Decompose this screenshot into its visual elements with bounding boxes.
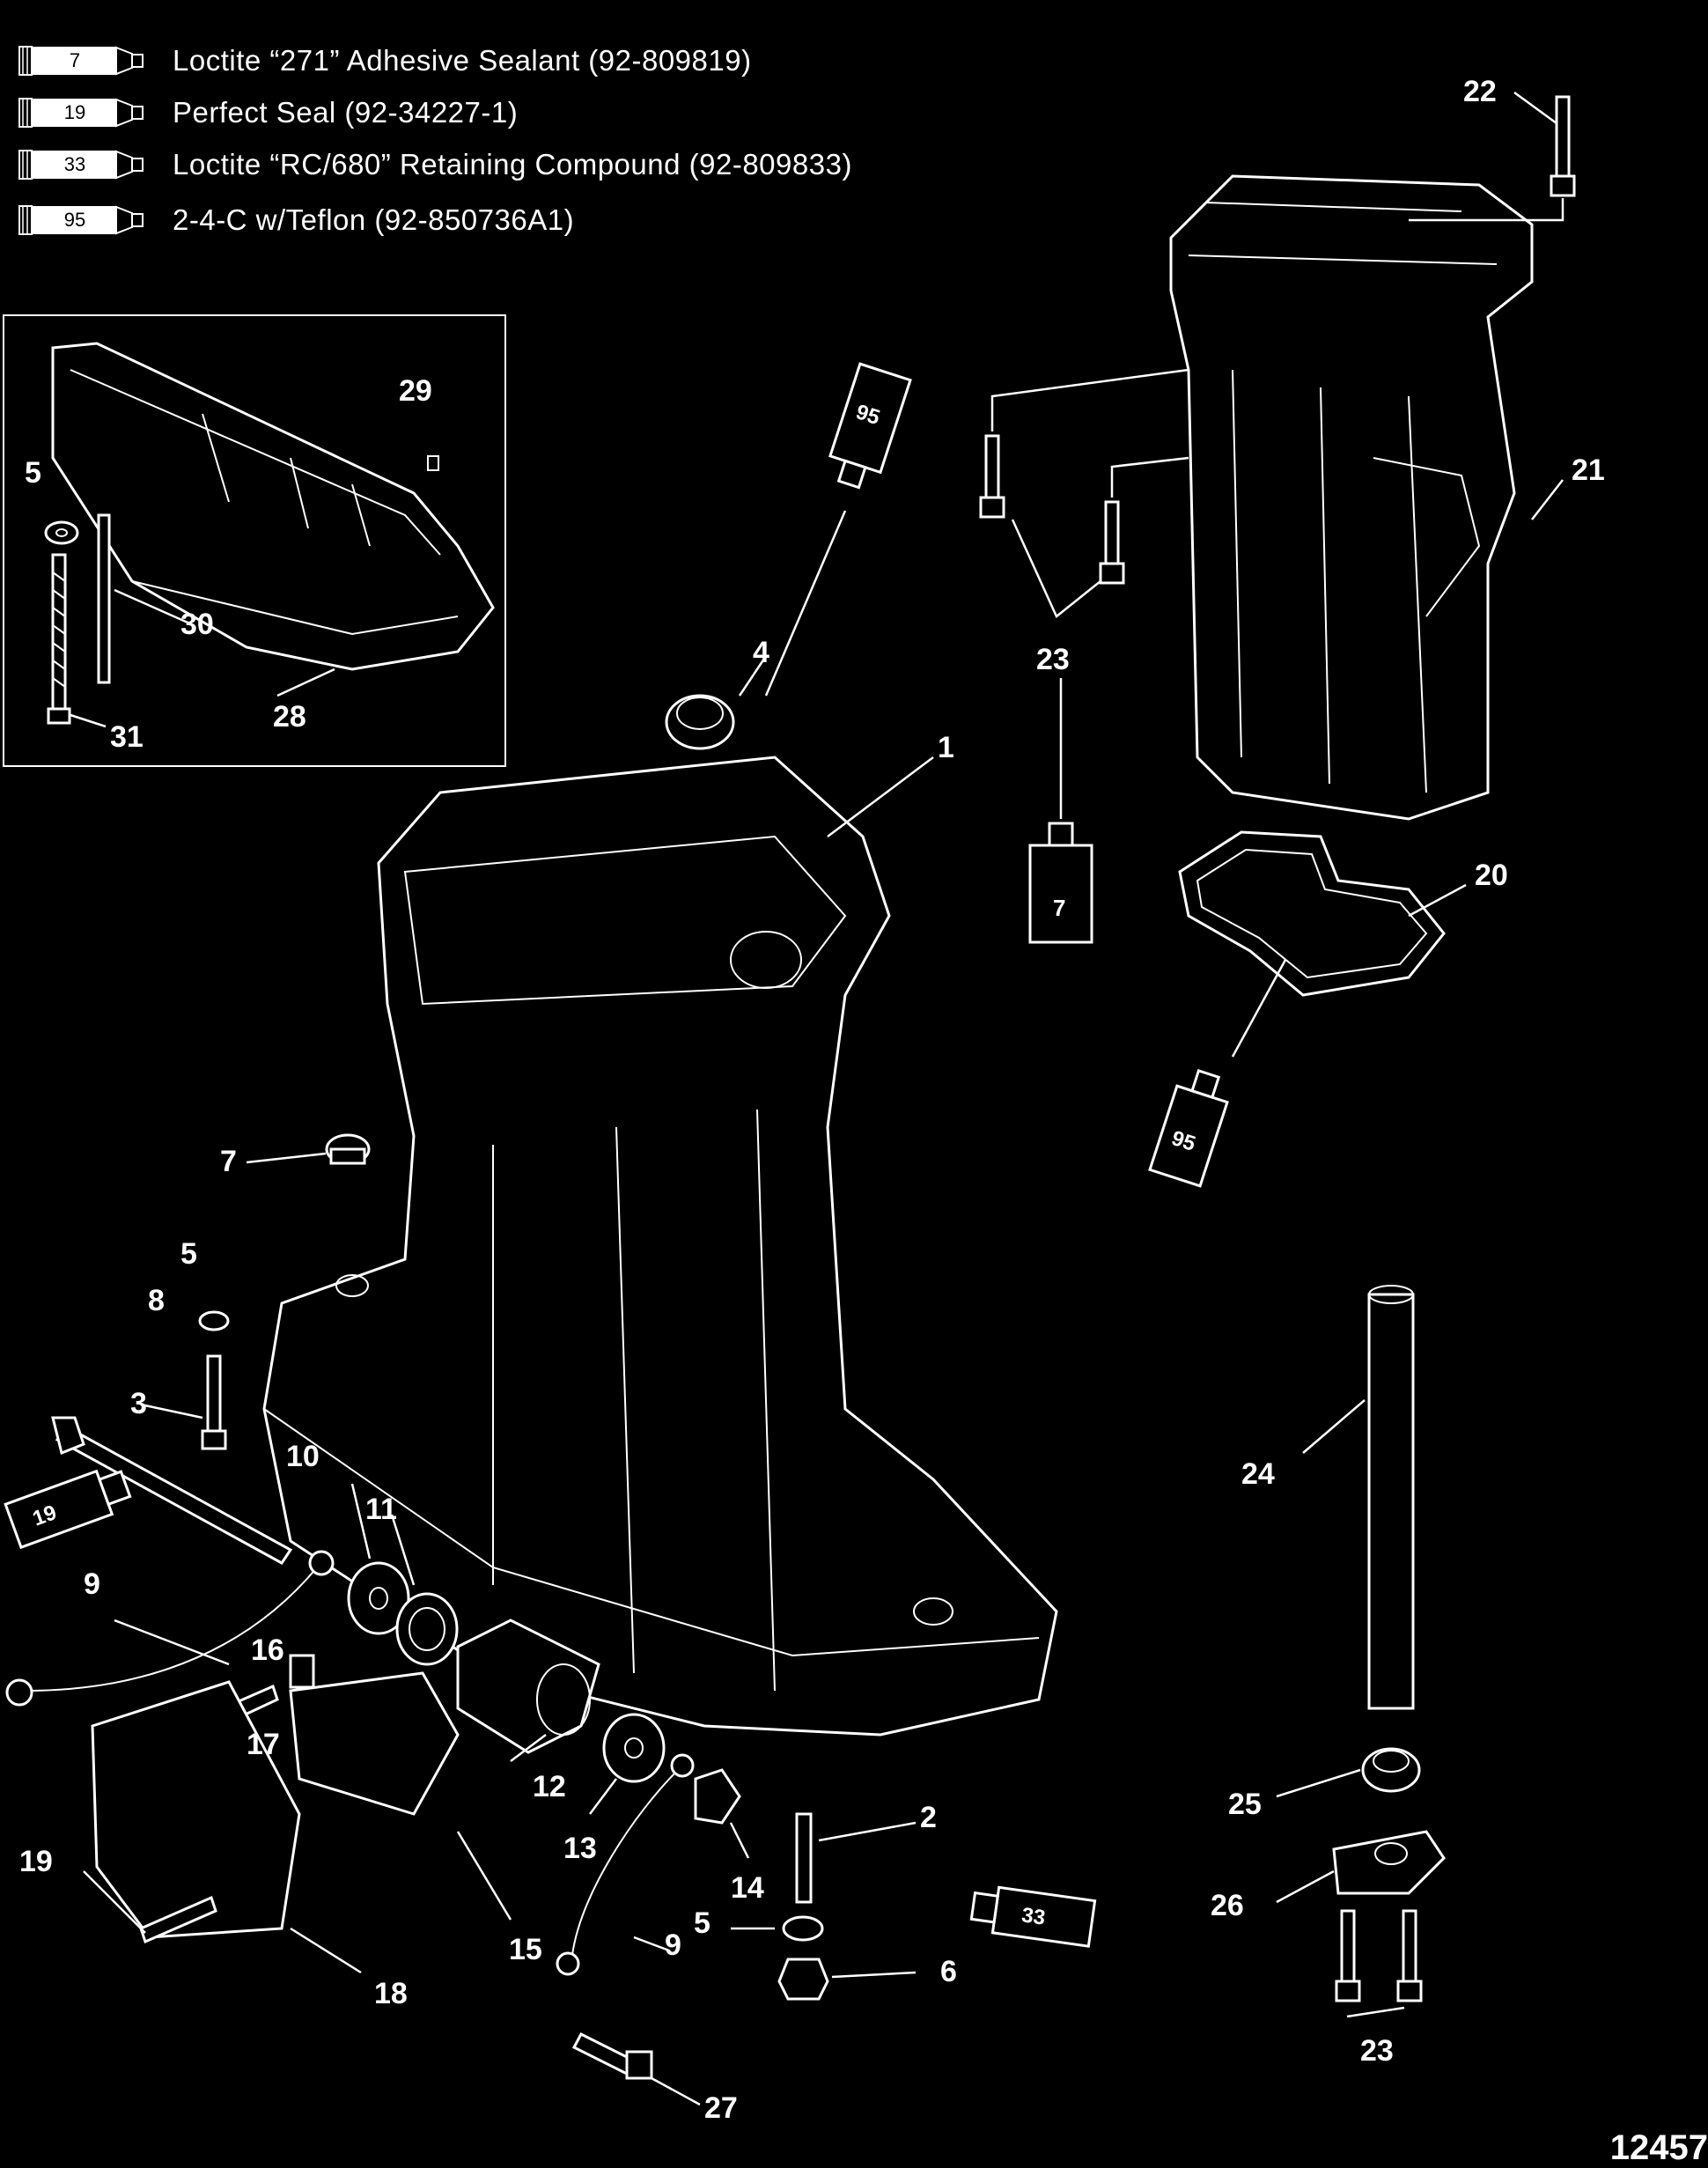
part-14-nut: [694, 1768, 741, 1825]
callout-19: 19: [19, 1845, 53, 1878]
part-95-sealant-tube-upper: 95: [828, 362, 912, 490]
callout-13: 13: [563, 1832, 597, 1865]
part-8-long-bolt: [51, 1416, 293, 1565]
part-33-sealant-tube: 33: [969, 1885, 1097, 1948]
callout-18: 18: [374, 1977, 408, 2010]
sealant-tube-icon: 7: [16, 41, 148, 80]
legend-text: Loctite “271” Adhesive Sealant (92-80981…: [173, 44, 752, 77]
figure-reference-number: 12457: [1609, 2128, 1708, 2167]
callout-7: 7: [220, 1145, 237, 1178]
legend-row-33: 33 Loctite “RC/680” Retaining Compound (…: [16, 143, 852, 187]
callout-20: 20: [1475, 859, 1508, 892]
callout-15: 15: [509, 1933, 542, 1966]
callout-5-inset: 5: [25, 456, 41, 490]
part-5-washer-lower: [782, 1915, 824, 1942]
part-3-bolt: [201, 1354, 227, 1450]
part-20-gasket: [1178, 830, 1446, 997]
part-95-sealant-tube-lower: 95: [1148, 1069, 1229, 1188]
callout-5: 5: [180, 1237, 197, 1271]
legend-row-19: 19 Perfect Seal (92-34227-1): [16, 91, 518, 135]
tube-number: 19: [63, 101, 86, 123]
svg-text:7: 7: [1053, 895, 1065, 921]
part-23-bolt-upper-a: [979, 434, 1005, 519]
sealant-tube-icon: 19: [16, 93, 148, 132]
part-19-sealant-tube: 19: [4, 1469, 132, 1550]
part-2-stud: [795, 1812, 813, 1904]
part-4-grommet: [665, 694, 735, 750]
callout-9: 9: [84, 1567, 100, 1601]
callout-2: 2: [920, 1801, 937, 1834]
legend-text: Loctite “RC/680” Retaining Compound (92-…: [173, 148, 852, 181]
callout-26: 26: [1211, 1889, 1244, 1922]
callout-30: 30: [180, 608, 214, 641]
inset-frame: [3, 314, 506, 767]
part-19-screw: [139, 1895, 217, 1944]
tube-number: 95: [63, 209, 86, 231]
callout-6: 6: [940, 1955, 957, 1988]
part-29-pin: [427, 455, 439, 471]
part-30-stud: [97, 513, 111, 684]
part-23-bolt-lower-b: [1396, 1909, 1423, 2002]
tube-number: 7: [69, 49, 81, 71]
part-31-bolt: [47, 553, 71, 725]
callout-12: 12: [533, 1770, 566, 1803]
part-11-seal: [395, 1592, 459, 1666]
callout-9-lower: 9: [665, 1928, 681, 1962]
legend-text: 2-4-C w/Teflon (92-850736A1): [173, 203, 575, 236]
callout-31: 31: [110, 720, 144, 754]
callout-16: 16: [251, 1633, 284, 1667]
callout-29: 29: [399, 374, 432, 408]
part-18-cover: [91, 1680, 301, 1939]
callout-24: 24: [1241, 1457, 1275, 1491]
part-10-washer: [347, 1561, 410, 1635]
callout-10: 10: [286, 1440, 320, 1473]
callout-14: 14: [731, 1871, 764, 1905]
part-23-bolt-lower-a: [1335, 1909, 1361, 2002]
legend-text: Perfect Seal (92-34227-1): [173, 96, 519, 129]
part-5-washer: [198, 1310, 230, 1331]
tube-number: 33: [63, 153, 86, 175]
callout-1: 1: [938, 731, 954, 764]
part-5-washer-inset: [44, 520, 79, 545]
part-9-ground-strap: [5, 1550, 335, 1707]
part-15-trim-sender: [289, 1671, 460, 1816]
callout-8: 8: [148, 1284, 165, 1317]
part-17-clip: [289, 1654, 315, 1689]
part-21-adapter-plate: [1169, 174, 1534, 821]
part-13-washer: [602, 1713, 666, 1783]
callout-25: 25: [1228, 1788, 1262, 1821]
part-27-screw: [571, 2032, 653, 2080]
callout-23-upper: 23: [1036, 643, 1070, 676]
part-22-bolt: [1550, 95, 1576, 197]
part-6-nut: [777, 1958, 829, 2001]
callout-22: 22: [1463, 75, 1497, 108]
callout-11: 11: [365, 1493, 397, 1526]
part-23-bolt-upper-b: [1099, 500, 1125, 585]
part-24-water-tube: [1367, 1285, 1415, 1710]
svg-text:33: 33: [1020, 1903, 1047, 1929]
part-1-driveshaft-housing: [262, 756, 1058, 1737]
part-26-water-tube-guide: [1332, 1830, 1446, 1895]
sealant-tube-icon: 33: [16, 145, 148, 184]
callout-5-lower: 5: [694, 1906, 710, 1940]
part-25-seal: [1361, 1747, 1421, 1793]
part-7-cap: [325, 1133, 371, 1165]
part-12-bushing: [456, 1619, 600, 1754]
callout-23-lower: 23: [1360, 2034, 1394, 2068]
part-7-sealant-tube: 7: [1028, 822, 1093, 944]
callout-4: 4: [753, 636, 769, 669]
sealant-tube-icon: 95: [16, 201, 148, 240]
callout-3: 3: [130, 1387, 147, 1420]
legend-row-7: 7 Loctite “271” Adhesive Sealant (92-809…: [16, 39, 752, 83]
legend-row-95: 95 2-4-C w/Teflon (92-850736A1): [16, 198, 574, 242]
callout-27: 27: [704, 2091, 738, 2125]
callout-28: 28: [273, 700, 306, 734]
part-9-lower-strap: [556, 1753, 695, 1976]
callout-17: 17: [247, 1728, 280, 1761]
callout-21: 21: [1572, 454, 1605, 487]
